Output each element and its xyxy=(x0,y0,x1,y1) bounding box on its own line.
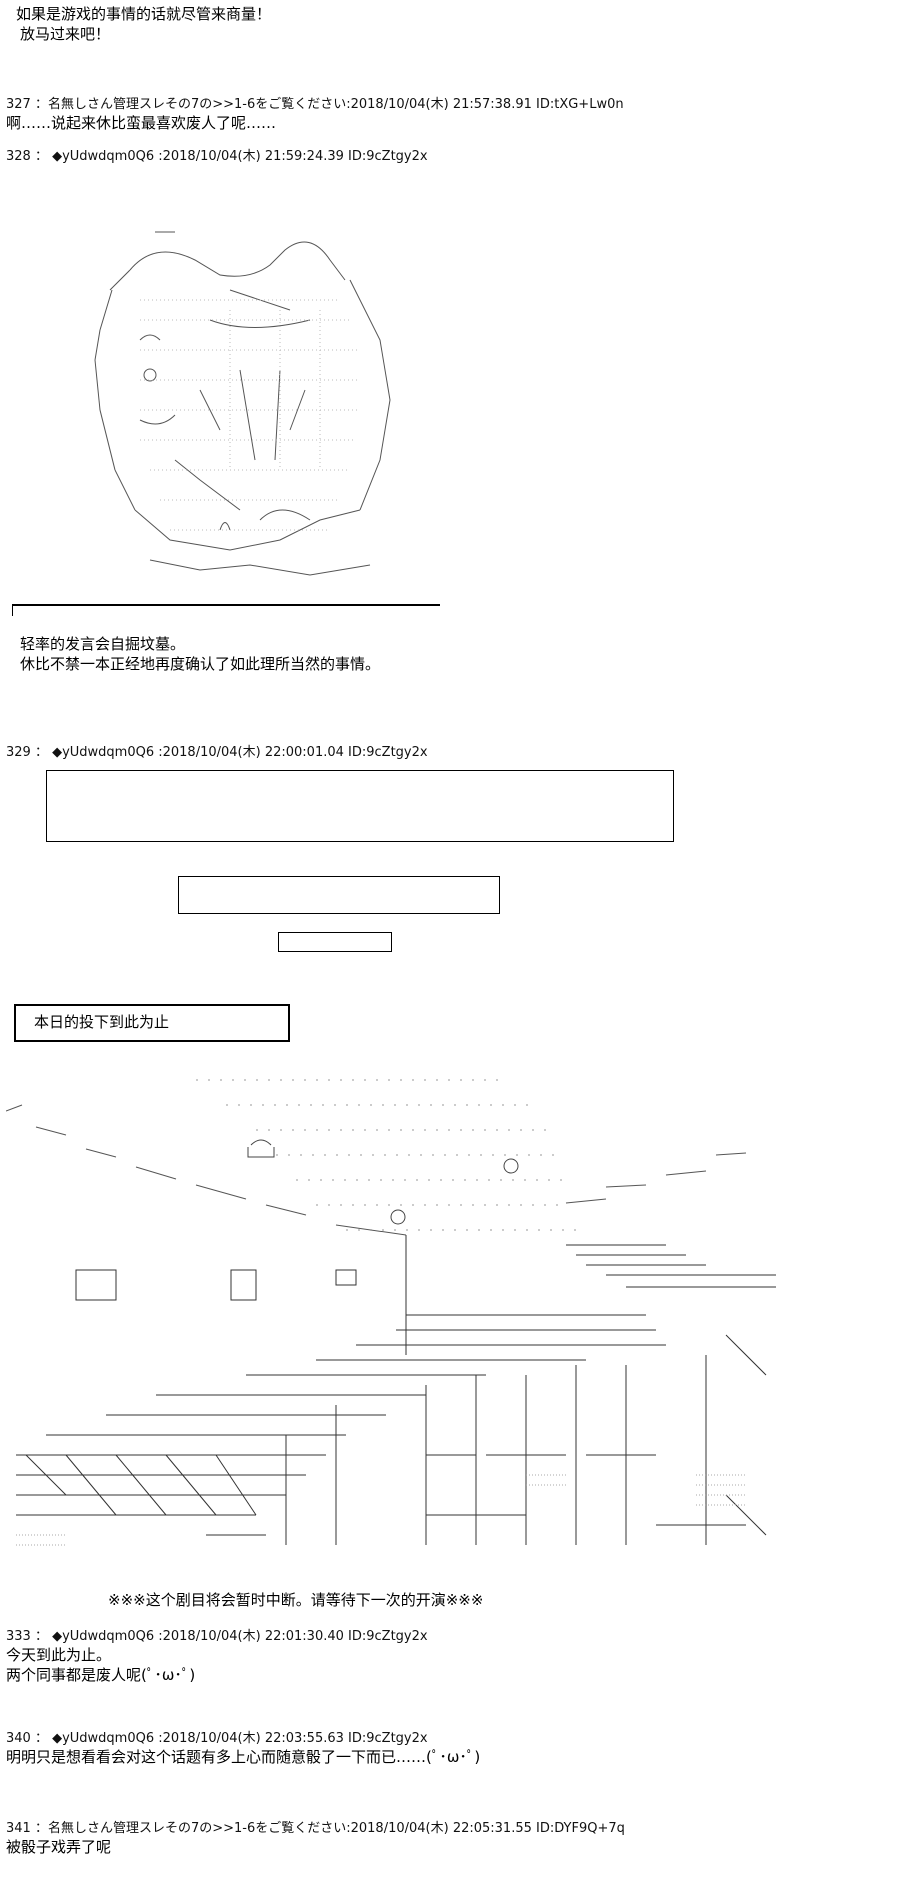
caption-text: 本日的投下到此为止 xyxy=(34,1013,170,1031)
post-340-body: 明明只是想看看会对这个话题有多上心而随意骰了一下而已……(ﾟ･ω･ﾟ) xyxy=(6,1748,481,1766)
post-328-text-2: 休比不禁一本正经地再度确认了如此理所当然的事情。 xyxy=(20,655,381,673)
ascii-art-character xyxy=(80,220,400,590)
text-box-top-rule xyxy=(12,604,440,606)
empty-frame-medium xyxy=(178,876,500,914)
post-333-line-2: 两个同事都是废人呢(ﾟ･ω･ﾟ) xyxy=(6,1666,196,1684)
post-341-header: 341 ：名無しさん管理スレその7の>>1-6をご覧ください:2018/10/0… xyxy=(6,1821,625,1836)
post-333-line-1: 今天到此为止。 xyxy=(6,1646,112,1664)
empty-frame-large xyxy=(46,770,674,842)
post-333-header: 333 ： ◆yUdwdqm0Q6 :2018/10/04(木) 22:01:3… xyxy=(6,1629,428,1644)
intro-line-1: 如果是游戏的事情的话就尽管来商量！ xyxy=(16,5,272,23)
text-box-left-tick xyxy=(12,604,13,616)
post-329-notice: ※※※这个剧目将会暂时中断。请等待下一次的开演※※※ xyxy=(108,1591,484,1609)
post-327-body: 啊……说起来休比蛮最喜欢废人了呢…… xyxy=(6,114,277,132)
intro-line-2: 放马过来吧！ xyxy=(20,25,111,43)
post-341-body: 被骰子戏弄了呢 xyxy=(6,1838,112,1856)
post-329-header: 329 ： ◆yUdwdqm0Q6 :2018/10/04(木) 22:00:0… xyxy=(6,745,428,760)
caption-box xyxy=(14,1004,290,1042)
empty-frame-small xyxy=(278,932,392,952)
post-327-header: 327 ：名無しさん管理スレその7の>>1-6をご覧ください:2018/10/0… xyxy=(6,97,624,112)
post-328-header: 328 ： ◆yUdwdqm0Q6 :2018/10/04(木) 21:59:2… xyxy=(6,149,428,164)
post-328-text-1: 轻率的发言会自掘坟墓。 xyxy=(20,635,186,653)
post-340-header: 340 ： ◆yUdwdqm0Q6 :2018/10/04(木) 22:03:5… xyxy=(6,1731,428,1746)
ascii-art-stage-scene xyxy=(6,1075,786,1575)
